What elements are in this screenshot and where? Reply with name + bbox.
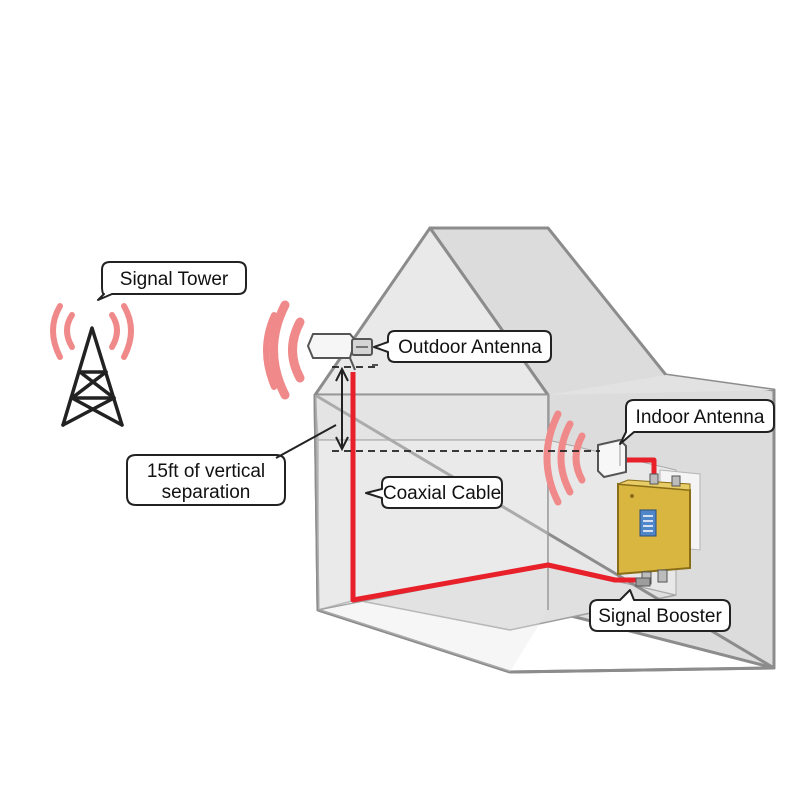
callout-outdoor-antenna: Outdoor Antenna: [373, 330, 552, 363]
label-signal-booster: Signal Booster: [598, 606, 722, 627]
callout-signal-booster: Signal Booster: [589, 589, 731, 632]
label-coaxial-cable: Coaxial Cable: [383, 483, 501, 504]
house-front-face: [315, 395, 548, 672]
cable-run: [350, 372, 636, 603]
separation-arrow-bottom-icon: [335, 436, 349, 452]
indoor-antenna-signal-waves-icon: [543, 410, 586, 506]
outdoor-antenna-icon: [306, 333, 373, 371]
label-indoor-antenna: Indoor Antenna: [636, 407, 765, 428]
separation-indicator: [332, 364, 600, 452]
outdoor-antenna-signal-waves-icon: [263, 300, 305, 400]
callout-vertical-separation: 15ft of vertical separation: [126, 424, 337, 506]
signal-tower-icon: [61, 326, 124, 427]
separation-arrow-top-icon: [335, 366, 349, 382]
label-outdoor-antenna: Outdoor Antenna: [398, 337, 542, 358]
label-separation-line2: separation: [162, 482, 251, 503]
label-signal-tower: Signal Tower: [120, 269, 229, 290]
indoor-antenna-icon: [597, 438, 627, 479]
cable-indoor-run: [626, 457, 657, 478]
callout-signal-tower: Signal Tower: [97, 261, 247, 301]
callout-coaxial-cable: Coaxial Cable: [365, 476, 503, 509]
label-separation-line1: 15ft of vertical: [147, 461, 265, 482]
house-outline: [313, 394, 775, 674]
tower-signal-waves-icon: [50, 303, 134, 360]
callout-indoor-antenna: Indoor Antenna: [619, 399, 775, 445]
signal-booster-icon: [617, 473, 691, 587]
house-ceiling: [315, 375, 774, 395]
